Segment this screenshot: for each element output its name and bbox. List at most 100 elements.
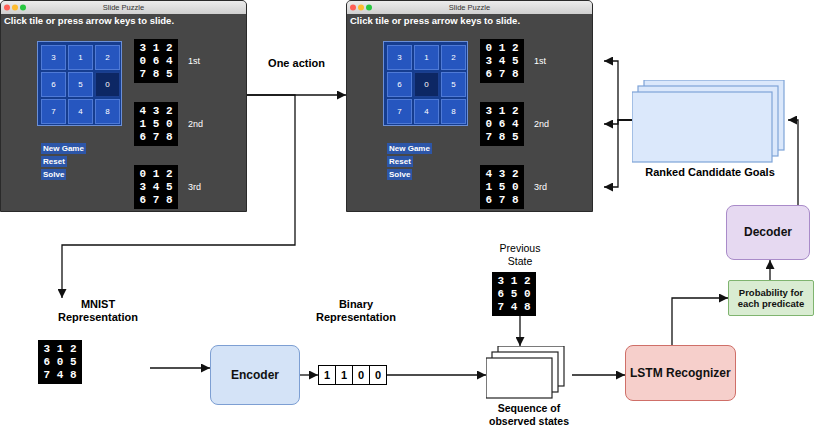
mnist-image: 4 3 2 1 5 0 6 7 8 2nd xyxy=(134,102,258,146)
box-label: Probability for each predicate xyxy=(731,287,811,310)
puzzle-tile: 3 xyxy=(41,45,66,70)
instruction-text: Click tile or press arrow keys to slide. xyxy=(350,15,589,26)
mnist-image: 4 3 2 1 5 0 6 7 8 3rd xyxy=(480,165,604,209)
digit-grid: 3 1 2 6 5 0 7 4 8 xyxy=(492,272,536,316)
image-caption: Previous State xyxy=(492,242,548,268)
instruction-text: Click tile or press arrow keys to slide. xyxy=(4,15,243,26)
tile-number: 8 xyxy=(105,107,109,116)
encoder-box: Encoder xyxy=(210,345,300,405)
tile-number: 1 xyxy=(424,53,428,62)
puzzle-tile: 4 xyxy=(68,99,93,124)
bit-value: 0 xyxy=(358,369,364,381)
puzzle-tile: 8 xyxy=(95,99,120,124)
digit-grid: 3 1 2 6 0 5 7 4 8 xyxy=(38,340,82,384)
puzzle-tile: 7 xyxy=(387,99,412,124)
page-stack xyxy=(632,80,788,166)
bit-value: 1 xyxy=(324,369,330,381)
button-label: Solve xyxy=(43,169,64,180)
window-dot xyxy=(12,5,18,11)
bit-cell: 0 xyxy=(352,365,370,385)
page-sheet xyxy=(486,358,552,398)
flow-arrow xyxy=(519,316,520,346)
tile-number: 0 xyxy=(424,80,428,89)
section-label: Binary Representation xyxy=(310,298,402,324)
button-label: New Game xyxy=(43,143,84,154)
window-buttons xyxy=(1,1,31,14)
window-dot xyxy=(358,5,364,11)
flow-arrow xyxy=(769,260,770,280)
tile-number: 7 xyxy=(397,107,401,116)
tile-number: 4 xyxy=(424,107,428,116)
stacked-pages: Sequence of observed states xyxy=(486,346,572,427)
tile-number: 6 xyxy=(51,80,55,89)
menu-button: New Game xyxy=(387,143,432,154)
puzzle-tile: 1 xyxy=(414,45,439,70)
button-label: Reset xyxy=(43,156,65,167)
puzzle-tile: 1 xyxy=(68,45,93,70)
image-caption: 3rd xyxy=(534,182,547,192)
tile-number: 2 xyxy=(451,53,455,62)
digit-grid: 3 1 2 0 6 4 7 8 5 xyxy=(134,39,178,83)
digit-grid: 4 3 2 1 5 0 6 7 8 xyxy=(134,102,178,146)
mnist-image: 3 1 2 0 6 4 7 8 52nd xyxy=(480,102,604,146)
image-caption: 1st xyxy=(534,56,546,66)
tile-number: 0 xyxy=(105,80,109,89)
tile-number: 3 xyxy=(397,53,401,62)
tile-number: 5 xyxy=(451,80,455,89)
flow-arrow xyxy=(387,374,486,375)
puzzle-tile: 0 xyxy=(414,72,439,97)
window-dot xyxy=(4,5,10,11)
flow-arrow xyxy=(604,61,632,120)
probability-box: Probability for each predicate xyxy=(728,280,814,316)
bit-value: 0 xyxy=(375,369,381,381)
mnist-image: 3 1 2 0 6 4 7 8 5 1st xyxy=(134,39,258,83)
puzzle-tile: 5 xyxy=(68,72,93,97)
image-caption: 1st xyxy=(188,56,200,66)
menu-button: Reset xyxy=(41,156,67,167)
app-window: Slide PuzzleClick tile or press arrow ke… xyxy=(0,0,247,212)
window-dot xyxy=(20,5,26,11)
puzzle-tile: 7 xyxy=(41,99,66,124)
menu-button: Solve xyxy=(387,169,412,180)
mnist-image: 0 1 2 3 4 5 6 7 8 3rd xyxy=(134,165,258,209)
menu-button: New Game xyxy=(41,143,86,154)
flow-arrow xyxy=(150,367,210,368)
digit-grid: 0 1 2 3 4 5 6 7 8 xyxy=(134,165,178,209)
window-title: Slide Puzzle xyxy=(347,1,592,14)
window-buttons xyxy=(347,1,377,14)
edge-label: One action xyxy=(262,57,332,70)
bit-cell: 1 xyxy=(318,365,336,385)
tile-number: 8 xyxy=(451,107,455,116)
button-label: Solve xyxy=(389,169,410,180)
tile-number: 4 xyxy=(78,107,82,116)
page-sheet xyxy=(632,92,772,162)
bit-cell: 1 xyxy=(335,365,353,385)
window-title: Slide Puzzle xyxy=(1,1,246,14)
menu-button: Reset xyxy=(387,156,413,167)
puzzle-tile: 0 xyxy=(95,72,120,97)
lstm-box: LSTM Recognizer xyxy=(625,345,736,401)
tile-number: 2 xyxy=(105,53,109,62)
image-caption: 2nd xyxy=(534,119,549,129)
stacked-pages: Ranked Candidate Goals xyxy=(632,80,788,179)
image-caption: 2nd xyxy=(188,119,203,129)
tile-number: 1 xyxy=(78,53,82,62)
decoder-box: Decoder xyxy=(726,205,810,260)
digit-grid: 0 1 2 3 4 5 6 7 8 xyxy=(480,39,524,83)
puzzle-tile: 6 xyxy=(387,72,412,97)
menu-button: Solve xyxy=(41,169,66,180)
puzzle-tile: 3 xyxy=(387,45,412,70)
puzzle-tile: 2 xyxy=(95,45,120,70)
flow-arrow xyxy=(788,120,798,205)
tile-number: 5 xyxy=(78,80,82,89)
digit-grid: 4 3 2 1 5 0 6 7 8 xyxy=(480,165,524,209)
image-caption: 3rd xyxy=(188,182,201,192)
tile-number: 6 xyxy=(397,80,401,89)
bit-value: 1 xyxy=(341,369,347,381)
puzzle-tile: 5 xyxy=(441,72,466,97)
stack-caption: Ranked Candidate Goals xyxy=(632,166,788,179)
button-label: New Game xyxy=(389,143,430,154)
window-dot xyxy=(350,5,356,11)
tile-number: 3 xyxy=(51,53,55,62)
